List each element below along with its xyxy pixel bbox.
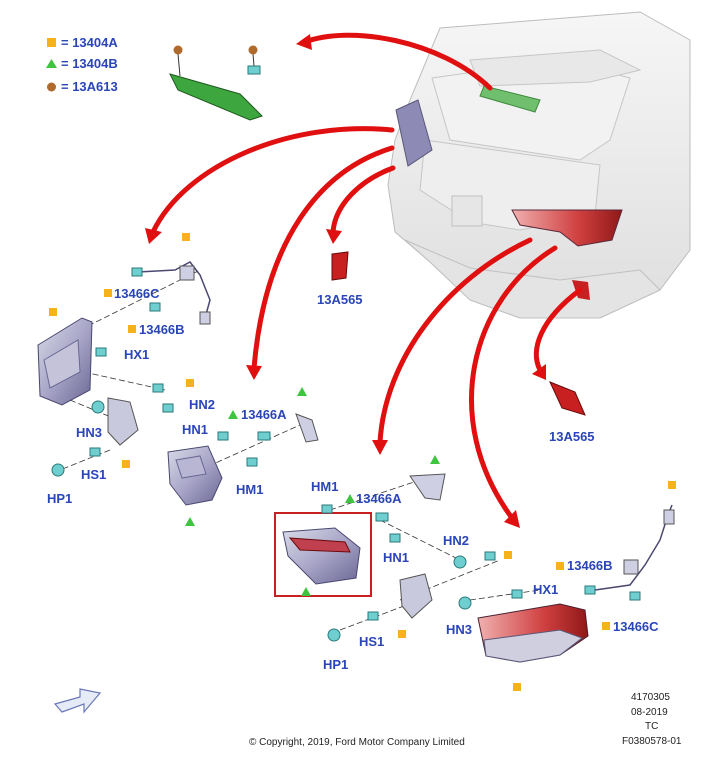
label-hp1-upper: HP1 (47, 491, 72, 506)
fastener-triangle-icon (185, 517, 195, 526)
label-hs1-upper: HS1 (81, 467, 106, 482)
label-hm1-mid: HM1 (236, 482, 263, 497)
fastener-triangle-icon (301, 587, 311, 596)
fastener-triangle-icon (228, 410, 238, 419)
fastener-triangle-icon (430, 455, 440, 464)
copyright-text: © Copyright, 2019, Ford Motor Company Li… (249, 737, 465, 748)
label-hm1-low: HM1 (311, 479, 338, 494)
fastener-square-icon (668, 481, 676, 489)
left-lamp-on-car (395, 99, 433, 167)
vehicle-rear-view (387, 11, 691, 319)
fastener-square-icon (398, 630, 406, 638)
roof-spoiler (469, 49, 642, 87)
legend-label-13404a: = 13404A (61, 35, 118, 50)
label-hn1-low: HN1 (383, 550, 409, 565)
label-hx1-upper: HX1 (124, 347, 149, 362)
label-13466c-upper: 13466C (114, 286, 160, 301)
bumper (404, 239, 661, 319)
legend: = 13404A = 13404B = 13A613 (46, 35, 118, 94)
reflector-right: 13A565 (549, 381, 595, 444)
label-13466a-mid: 13466A (241, 407, 287, 422)
legend-label-13404b: = 13404B (61, 56, 118, 71)
label-hs1-low: HS1 (359, 634, 384, 649)
fastener-square-icon (128, 325, 136, 333)
exploded-lamp-lower-right: HM1 13466A HN1 HN2 13466B HX1 HS1 HN3 13… (274, 455, 676, 691)
fastener-square-icon (49, 308, 57, 316)
callout-arrows (145, 32, 583, 528)
harness-13466c-upper (137, 261, 211, 319)
right-lamp-on-car (511, 209, 623, 247)
fastener-square-icon (556, 562, 564, 570)
label-13466a-low: 13466A (356, 491, 402, 506)
label-hn3-low: HN3 (446, 622, 472, 637)
label-13a565-left: 13A565 (317, 292, 363, 307)
fastener-square-icon (182, 233, 190, 241)
label-13466b-low: 13466B (567, 558, 613, 573)
exploded-lamp-upper-left: 13466C 13466B HX1 HN2 HN3 HS1 HP1 (37, 233, 215, 506)
fastener-square-icon (504, 551, 512, 559)
license-plate-recess (451, 195, 483, 227)
high-mount-lamp-on-car (479, 85, 541, 113)
label-13466c-low: 13466C (613, 619, 659, 634)
figure-id-line-1: 4170305 (631, 692, 670, 703)
high-mount-stop-lamp (169, 45, 263, 121)
figure-id-line-3: TC (645, 721, 658, 732)
fastener-square-icon (513, 683, 521, 691)
label-13a565-right: 13A565 (549, 429, 595, 444)
label-hp1-low: HP1 (323, 657, 348, 672)
figure-id-line-2: 08-2019 (631, 707, 668, 718)
fastener-square-icon (186, 379, 194, 387)
legend-triangle-icon (46, 59, 57, 68)
hmsl-body (169, 73, 263, 121)
reflector-left: 13A565 (317, 251, 363, 307)
liftgate-lamp-lower (282, 527, 361, 585)
fastener-square-icon (104, 289, 112, 297)
label-hn2-low: HN2 (443, 533, 469, 548)
fastener-square-icon (122, 460, 130, 468)
legend-circle-icon (47, 82, 56, 92)
fastener-triangle-icon (345, 494, 355, 503)
legend-label-13a613: = 13A613 (61, 79, 118, 94)
forward-arrow-icon (53, 688, 102, 714)
label-hn1-mid: HN1 (182, 422, 208, 437)
label-hn3-upper: HN3 (76, 425, 102, 440)
figure-id-line-4: F0380578-01 (622, 736, 682, 747)
label-hn2-upper: HN2 (189, 397, 215, 412)
harness-13466c-lower (594, 504, 673, 591)
screw-circle-icon (248, 45, 258, 55)
screw-circle-icon (173, 45, 183, 55)
legend-square-icon (47, 38, 56, 47)
fastener-triangle-icon (297, 387, 307, 396)
fastener-square-icon (602, 622, 610, 630)
label-hx1-low: HX1 (533, 582, 558, 597)
exploded-lamp-middle: 13466A HN1 HM1 (167, 387, 319, 526)
label-13466b-upper: 13466B (139, 322, 185, 337)
